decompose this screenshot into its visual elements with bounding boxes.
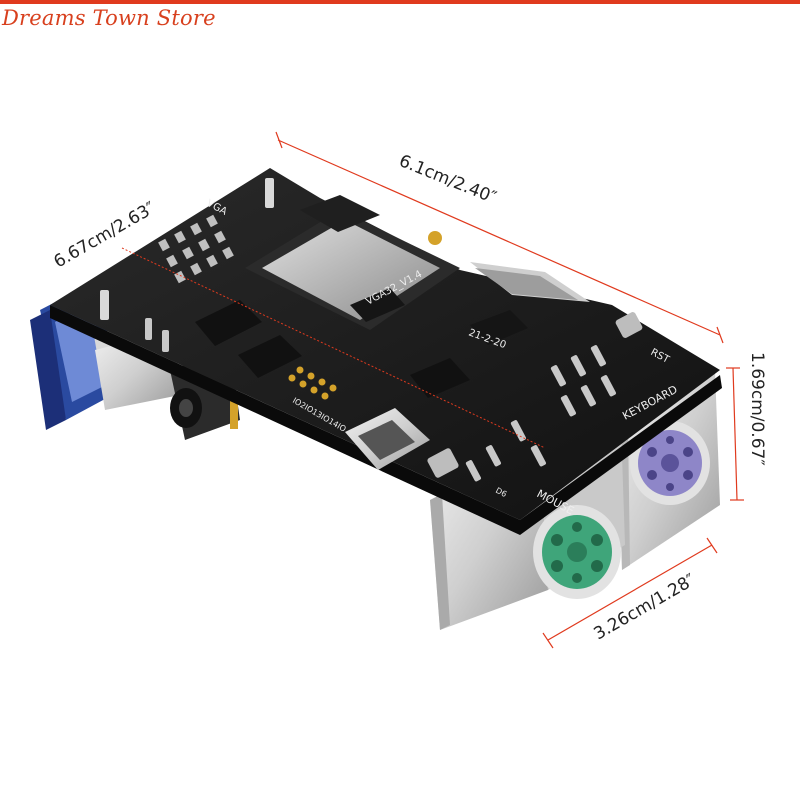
sd-card-slot	[470, 262, 590, 302]
rst-button	[615, 312, 643, 338]
top-accent-bar	[0, 0, 800, 4]
store-watermark: Dreams Town Store	[2, 6, 216, 30]
height-dimension-text: 1.69cm/0.67″	[747, 352, 767, 466]
io-gold-pads	[288, 366, 337, 400]
pcb-board	[50, 168, 722, 535]
height-dimension: 1.69cm/0.67″	[726, 352, 767, 501]
boot-button	[427, 448, 459, 478]
vga-header-pins	[100, 178, 274, 320]
right-header-pins	[145, 318, 616, 482]
micro-usb-port	[345, 408, 430, 470]
pcb-ics	[195, 288, 528, 398]
length-dimension-text: 6.1cm/2.40″	[396, 151, 499, 208]
